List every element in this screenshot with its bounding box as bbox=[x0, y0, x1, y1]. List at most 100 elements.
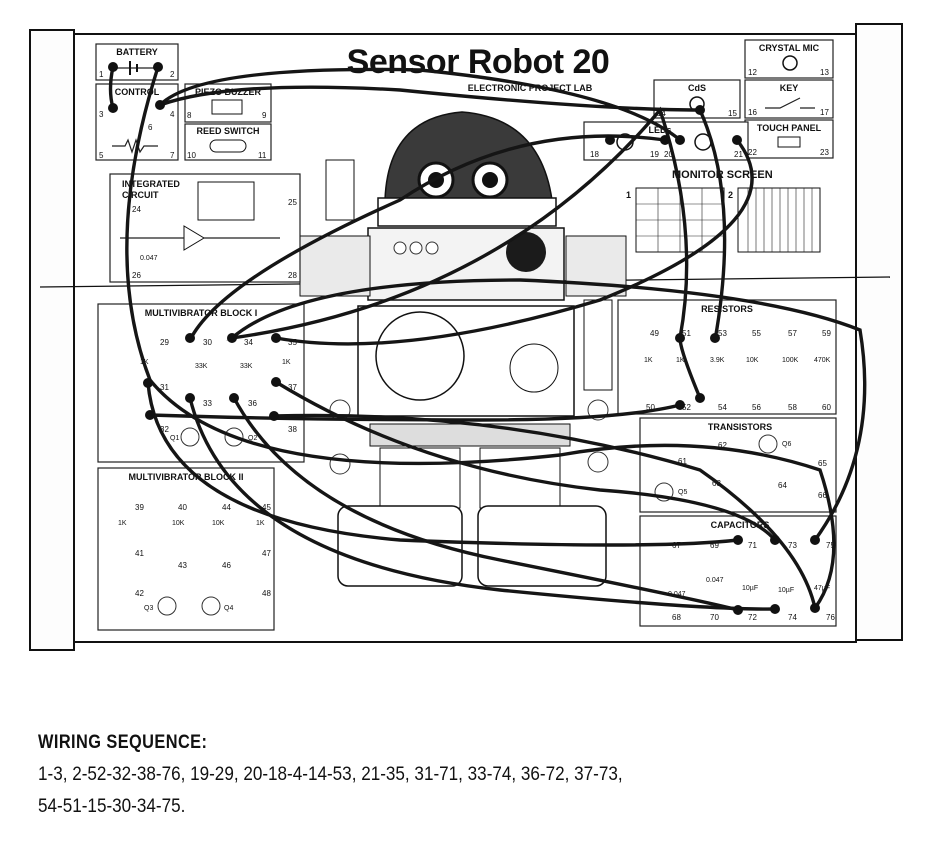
res-bank-2: 1K bbox=[676, 357, 685, 364]
wire-20-chain bbox=[158, 67, 727, 342]
svg-text:33: 33 bbox=[203, 399, 212, 408]
capacitors-label: CAPACITORS bbox=[711, 520, 770, 530]
terminal-dots bbox=[108, 62, 820, 615]
svg-text:12: 12 bbox=[748, 68, 757, 77]
svg-text:45: 45 bbox=[262, 503, 271, 512]
svg-text:53: 53 bbox=[718, 329, 727, 338]
board-subtitle: ELECTRONIC PROJECT LAB bbox=[468, 83, 593, 93]
control-label: CONTROL bbox=[115, 87, 160, 97]
wiring-sequence-title: WIRING SEQUENCE: bbox=[38, 732, 208, 753]
wire-36-72 bbox=[232, 396, 740, 612]
wiring-sequence: WIRING SEQUENCE: 1-3, 2-52-32-38-76, 19-… bbox=[38, 732, 918, 818]
reed-switch-component: REED SWITCH 10 11 bbox=[184, 123, 272, 161]
svg-text:52: 52 bbox=[682, 403, 691, 412]
touch-panel-component: TOUCH PANEL 22 23 bbox=[744, 119, 834, 159]
svg-text:18: 18 bbox=[590, 150, 599, 159]
svg-text:8: 8 bbox=[187, 111, 192, 120]
board-title: Sensor Robot 20 bbox=[347, 43, 610, 81]
svg-text:15: 15 bbox=[728, 109, 737, 118]
svg-text:51: 51 bbox=[682, 329, 691, 338]
svg-text:42: 42 bbox=[135, 589, 144, 598]
reed-switch-label: REED SWITCH bbox=[197, 126, 260, 136]
svg-text:9: 9 bbox=[262, 111, 267, 120]
cap-val-2: 0.047 bbox=[706, 577, 724, 584]
resistors-label: RESISTORS bbox=[701, 304, 753, 314]
svg-text:24: 24 bbox=[132, 205, 141, 214]
svg-text:68: 68 bbox=[672, 613, 681, 622]
svg-text:64: 64 bbox=[778, 481, 787, 490]
svg-text:31: 31 bbox=[160, 383, 169, 392]
wire-32-52 bbox=[148, 403, 682, 422]
svg-text:65: 65 bbox=[818, 459, 827, 468]
wire-33-74 bbox=[188, 396, 777, 611]
svg-text:54: 54 bbox=[718, 403, 727, 412]
svg-text:43: 43 bbox=[178, 561, 187, 570]
svg-text:11: 11 bbox=[258, 151, 267, 160]
ic-label-1: INTEGRATED bbox=[122, 179, 180, 189]
svg-text:37: 37 bbox=[288, 383, 297, 392]
wiring-sequence-line-1: 1-3, 2-52-32-38-76, 19-29, 20-18-4-14-53… bbox=[38, 764, 623, 785]
monitor-num-1: 1 bbox=[626, 190, 631, 200]
wire-38-76 bbox=[272, 413, 817, 610]
crystal-mic-label: CRYSTAL MIC bbox=[759, 43, 820, 53]
svg-text:20: 20 bbox=[664, 150, 673, 159]
cap-val-4: 10µF bbox=[778, 587, 794, 594]
touch-panel-label: TOUCH PANEL bbox=[757, 123, 822, 133]
svg-text:7: 7 bbox=[170, 151, 175, 160]
svg-text:1: 1 bbox=[99, 70, 104, 79]
svg-text:47: 47 bbox=[262, 549, 271, 558]
svg-text:69: 69 bbox=[710, 541, 719, 550]
wires bbox=[108, 65, 867, 612]
svg-text:49: 49 bbox=[650, 329, 659, 338]
mv1-label: MULTIVIBRATOR BLOCK I bbox=[145, 308, 258, 318]
svg-text:58: 58 bbox=[788, 403, 797, 412]
res-bank-4: 10K bbox=[746, 357, 759, 364]
key-label: KEY bbox=[780, 83, 799, 93]
svg-text:41: 41 bbox=[135, 549, 144, 558]
res-bank-5: 100K bbox=[782, 357, 799, 364]
svg-text:46: 46 bbox=[222, 561, 231, 570]
mv2-res-1: 1K bbox=[118, 520, 127, 527]
cds-label: CdS bbox=[688, 83, 706, 93]
mv2-label: MULTIVIBRATOR BLOCK II bbox=[129, 472, 244, 482]
svg-text:5: 5 bbox=[99, 151, 104, 160]
mv2-res-3: 10K bbox=[212, 520, 225, 527]
svg-text:22: 22 bbox=[748, 148, 757, 157]
ic-cap-value: 0.047 bbox=[140, 255, 158, 262]
svg-text:55: 55 bbox=[752, 329, 761, 338]
svg-text:21: 21 bbox=[734, 150, 743, 159]
svg-text:66: 66 bbox=[818, 491, 827, 500]
mv1-res-4: 1K bbox=[282, 359, 291, 366]
svg-text:25: 25 bbox=[288, 198, 297, 207]
svg-text:17: 17 bbox=[820, 108, 829, 117]
svg-text:3: 3 bbox=[99, 110, 104, 119]
svg-text:26: 26 bbox=[132, 271, 141, 280]
wire-21-35 bbox=[274, 138, 754, 346]
mv2-res-2: 10K bbox=[172, 520, 185, 527]
svg-text:30: 30 bbox=[203, 338, 212, 347]
q1-label: Q1 bbox=[170, 435, 179, 442]
wire-54-chain bbox=[226, 106, 867, 542]
svg-text:72: 72 bbox=[748, 613, 757, 622]
wire-2-chain bbox=[125, 65, 836, 610]
svg-text:10: 10 bbox=[187, 151, 196, 160]
right-side-panel bbox=[855, 23, 903, 641]
mv2-q4-label: Q4 bbox=[224, 605, 233, 612]
wiring-sequence-line-2: 54-51-15-30-34-75. bbox=[38, 796, 186, 817]
q6-label: Q6 bbox=[782, 441, 791, 448]
svg-text:59: 59 bbox=[822, 329, 831, 338]
svg-text:62: 62 bbox=[718, 441, 727, 450]
wire-19-29 bbox=[188, 134, 667, 342]
svg-text:40: 40 bbox=[178, 503, 187, 512]
svg-text:6: 6 bbox=[148, 123, 153, 132]
svg-text:70: 70 bbox=[710, 613, 719, 622]
leds-label: LEDs bbox=[648, 125, 671, 135]
svg-text:23: 23 bbox=[820, 148, 829, 157]
